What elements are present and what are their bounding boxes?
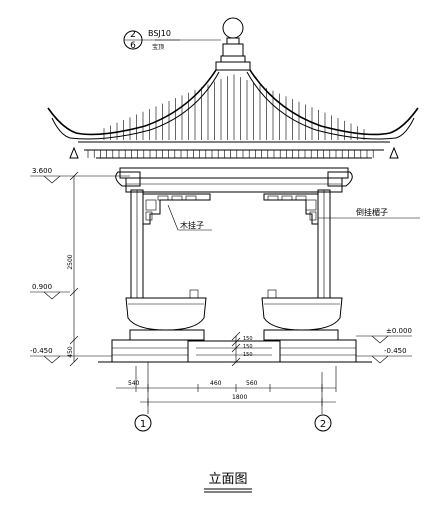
lintel <box>115 167 353 193</box>
dim-step-c: 150 <box>243 352 253 358</box>
left-bracket <box>143 193 211 225</box>
vertical-dimensions: 2500 450 150 150 150 <box>67 171 253 367</box>
horizontal-dimensions: 540 460 560 1800 <box>116 362 337 414</box>
dim-left-base: 540 <box>128 380 140 387</box>
title-text: 立面图 <box>208 472 247 487</box>
bracket-labels: 木挂子 倒挂楣子 <box>167 204 420 231</box>
elev-mid: 0.900 <box>32 283 52 291</box>
dim-column-height: 2500 <box>67 254 74 269</box>
elev-top: 3.600 <box>32 167 52 175</box>
label-right-bracket: 倒挂楣子 <box>356 207 388 217</box>
axis-markers: 1 2 <box>134 414 332 432</box>
elev-zero: ±0.000 <box>386 327 412 335</box>
platform <box>98 339 372 363</box>
dim-plinth: 450 <box>67 346 74 358</box>
axis-1: 1 <box>140 419 146 430</box>
axis-2: 2 <box>320 419 326 430</box>
benches <box>125 289 343 341</box>
callout-name: 宝顶 <box>152 43 164 51</box>
dim-step-b: 150 <box>243 344 253 350</box>
dim-step-left: 460 <box>210 380 222 387</box>
dim-step-right: 560 <box>246 380 258 387</box>
callout-sheet: 6 <box>130 41 136 51</box>
elev-base-left: -0.450 <box>30 347 53 355</box>
dim-step-a: 150 <box>243 336 253 342</box>
callout-ref: BSJ10 <box>148 29 171 38</box>
roof <box>47 61 419 159</box>
dim-total: 1800 <box>232 394 247 401</box>
detail-callout: 2 6 BSJ10 宝顶 <box>123 29 180 51</box>
columns <box>130 189 331 299</box>
label-left-bracket: 木挂子 <box>180 220 204 230</box>
elev-base-right: -0.450 <box>384 347 407 355</box>
callout-number: 2 <box>130 30 136 40</box>
right-bracket <box>263 193 318 225</box>
elevation-markers: 3.600 0.900 -0.450 ±0.000 -0.450 <box>30 167 412 364</box>
drawing-title: 立面图 <box>204 472 252 493</box>
